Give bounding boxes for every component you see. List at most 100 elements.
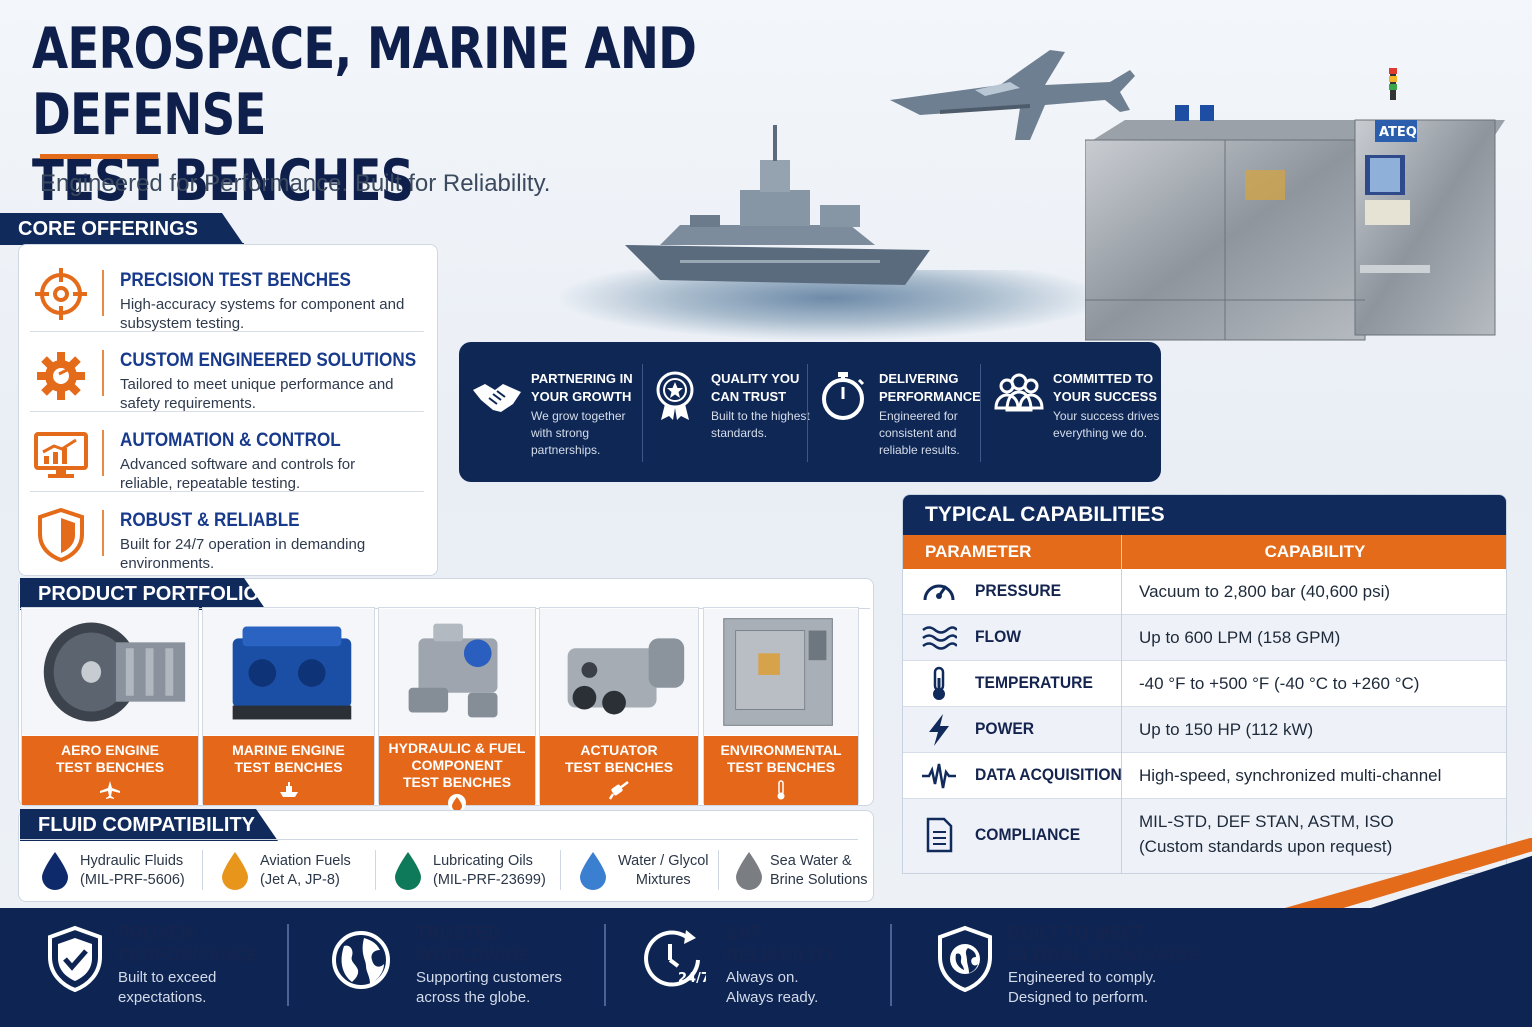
fluid-label-line2: Brine Solutions (770, 872, 868, 888)
value-description: Engineered for consistent and reliable r… (879, 409, 960, 457)
product-label-line1: ENVIRONMENTAL (720, 742, 842, 758)
crosshair-icon (35, 268, 87, 320)
flow-waves-icon (922, 626, 957, 650)
document-icon (926, 817, 953, 853)
shield-globe-icon (938, 925, 992, 993)
footer-description: Built to exceed expectations. (118, 968, 216, 1008)
handshake-icon (473, 384, 521, 412)
footer-title-line2: RELIABILITY (726, 945, 837, 965)
product-label-line2: TEST BENCHES (234, 759, 343, 775)
offering-title: AUTOMATION & CONTROL (120, 430, 341, 451)
parameter-label: POWER (975, 719, 1035, 738)
table-column-divider (1121, 535, 1122, 873)
offering-divider (102, 510, 104, 556)
footer-accent-stripes (1250, 838, 1532, 918)
column-header-parameter: PARAMETER (903, 535, 1121, 569)
capabilities-heading: TYPICAL CAPABILITIES (903, 495, 1506, 535)
fluid-item-aviation: Aviation Fuels (Jet A, JP-8) (220, 850, 370, 894)
product-card-actuator[interactable]: ACTUATOR TEST BENCHES (539, 607, 699, 805)
parameter-label: COMPLIANCE (975, 825, 1081, 844)
values-banner: PARTNERING IN YOUR GROWTH We grow togeth… (459, 342, 1161, 482)
fluid-item-lubricating: Lubricating Oils (MIL-PRF-23699) (393, 850, 553, 894)
footer-separator (890, 924, 892, 1006)
fluid-item-water-glycol: Water / Glycol Mixtures (578, 850, 718, 894)
offering-precision-test-benches: PRECISION TEST BENCHES High-accuracy sys… (30, 252, 424, 332)
footer-description-line2: across the globe. (416, 989, 531, 1006)
parameter-label: DATA ACQUISITION (975, 765, 1122, 784)
capability-value-line2: (Custom standards upon request) (1139, 837, 1393, 856)
drop-icon (580, 852, 606, 890)
footer-title: BUILT TO MEET GLOBAL STANDARDS (1008, 922, 1200, 966)
airplane-icon (100, 781, 120, 799)
drop-icon (395, 852, 421, 890)
thermometer-icon (777, 780, 785, 800)
footer-bar (0, 908, 1532, 1027)
hydraulic-component-image (379, 608, 535, 736)
capability-value: Up to 150 HP (112 kW) (1139, 720, 1314, 739)
footer-item-global-standards: BUILT TO MEET GLOBAL STANDARDS Engineere… (934, 920, 1224, 1012)
shield-icon (38, 507, 84, 562)
warship-image (625, 125, 930, 285)
gear-icon (37, 352, 85, 400)
footer-title: PROVEN PERFORMANCE (118, 922, 259, 966)
footer-description-line2: Always ready. (726, 989, 819, 1006)
fluid-separator (560, 850, 561, 890)
value-separator (807, 364, 808, 462)
value-description: We grow together with strong partnership… (531, 409, 626, 457)
fluid-label-line2: (MIL-PRF-23699) (433, 872, 546, 888)
footer-title: TRUSTED WORLDWIDE (416, 922, 531, 966)
fluid-label-line2: Mixtures (635, 872, 691, 888)
fluid-label: Lubricating Oils (MIL-PRF-23699) (433, 852, 546, 890)
product-card-marine-engine[interactable]: MARINE ENGINE TEST BENCHES (202, 607, 375, 805)
capability-value: MIL-STD, DEF STAN, ASTM, ISO (Custom sta… (1139, 809, 1499, 859)
value-quality: QUALITY YOU CAN TRUST Built to the highe… (651, 360, 811, 464)
actuator-image (540, 608, 698, 736)
offering-divider (102, 430, 104, 476)
machine-brand-label: ATEQ (1379, 125, 1417, 140)
parameter-label: TEMPERATURE (975, 673, 1093, 692)
fluid-compatibility-heading: FLUID COMPATIBILITY (20, 809, 278, 841)
footer-item-trusted-worldwide: TRUSTED WORLDWIDE Supporting customers a… (330, 920, 590, 1012)
offering-robust-reliable: ROBUST & RELIABLE Built for 24/7 operati… (30, 492, 424, 572)
footer-description-line2: expectations. (118, 989, 207, 1006)
product-label-line2: COMPONENT (411, 757, 503, 773)
stopwatch-icon (822, 372, 865, 420)
table-row-power: POWER Up to 150 HP (112 kW) (903, 707, 1506, 753)
value-title: DELIVERING PERFORMANCE (879, 371, 981, 404)
people-group-icon (994, 373, 1044, 412)
product-card-environmental[interactable]: ENVIRONMENTAL TEST BENCHES (703, 607, 859, 805)
value-description: Built to the highest standards. (711, 409, 810, 440)
offering-description: High-accuracy systems for component and … (120, 296, 405, 332)
monitor-chart-icon (34, 432, 88, 478)
parameter-label: PRESSURE (975, 581, 1062, 600)
product-label: HYDRAULIC & FUEL COMPONENT TEST BENCHES (379, 736, 535, 812)
footer-title-line1: PROVEN (118, 923, 195, 943)
capability-value: Up to 600 LPM (158 GPM) (1139, 628, 1341, 647)
footer-title-line2: GLOBAL STANDARDS (1008, 945, 1201, 965)
capabilities-table: TYPICAL CAPABILITIES PARAMETER CAPABILIT… (902, 494, 1507, 874)
product-label-line3: TEST BENCHES (402, 774, 512, 790)
fluid-label: Sea Water & Brine Solutions (770, 852, 868, 890)
capability-value: -40 °F to +500 °F (-40 °C to +260 °C) (1139, 674, 1420, 693)
footer-title-line1: BUILT TO MEET (1008, 923, 1145, 943)
footer-description: Supporting customers across the globe. (416, 968, 562, 1008)
aero-engine-image (22, 608, 198, 736)
offering-description: Tailored to meet unique performance and … (120, 376, 394, 412)
fluid-label-line1: Lubricating Oils (433, 853, 533, 869)
globe-icon (332, 931, 390, 989)
footer-title-line1: 24/7 (726, 923, 762, 943)
environmental-chamber-image (704, 608, 858, 736)
product-card-hydraulic-fuel[interactable]: HYDRAULIC & FUEL COMPONENT TEST BENCHES (378, 607, 536, 812)
offering-title: PRECISION TEST BENCHES (120, 270, 351, 291)
offering-description: Built for 24/7 operation in demanding en… (120, 536, 366, 572)
fluid-item-sea-water: Sea Water & Brine Solutions (734, 850, 869, 894)
fluid-item-hydraulic: Hydraulic Fluids (MIL-PRF-5606) (40, 850, 190, 894)
product-card-aero-engine[interactable]: AERO ENGINE TEST BENCHES (21, 607, 199, 805)
test-bench-machine-image: ATEQ (1085, 68, 1505, 341)
offering-divider (102, 350, 104, 396)
footer-item-proven-performance: PROVEN PERFORMANCE Built to exceed expec… (44, 920, 284, 1012)
footer-item-reliability: 24/7 24/7 RELIABILITY Always on. Always … (644, 920, 874, 1012)
fluid-rule (20, 839, 858, 840)
gauge-icon (923, 584, 955, 601)
footer-description-line1: Built to exceed (118, 969, 217, 986)
